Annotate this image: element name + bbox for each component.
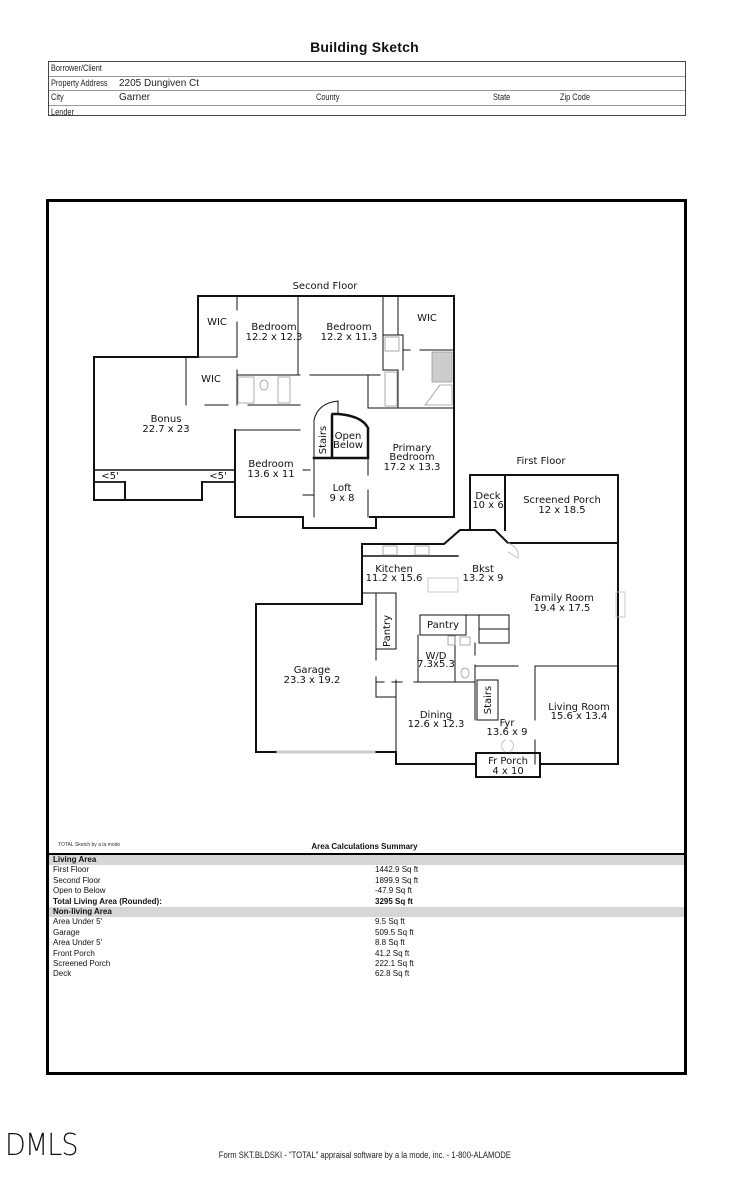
room-fr-porch-dim: 4 x 10 (492, 766, 523, 777)
table-row: Area Under 5'8.8 Sq ft (53, 938, 405, 948)
table-row: Open to Below-47.9 Sq ft (53, 886, 412, 896)
room-pantry-2: Pantry (427, 620, 459, 631)
nonliving-area-header: Non-living Area (49, 906, 684, 918)
room-deck-dim: 10 x 6 (472, 500, 503, 511)
floor-plan-sketch: Second Floor First Floor WIC WIC WIC Bed… (93, 281, 626, 778)
lender-row: Lender (49, 106, 685, 120)
state-label: State (493, 92, 511, 102)
room-loft: Loft (333, 483, 352, 494)
room-wic-3: WIC (417, 313, 437, 324)
room-primary-1: Primary (393, 443, 432, 454)
property-header: Borrower/Client Property Address 2205 Du… (48, 61, 686, 117)
room-primary-2: Bedroom (389, 452, 434, 463)
room-deck: Deck (475, 491, 500, 502)
room-bkst: Bkst (472, 564, 494, 575)
address-row: Property Address 2205 Dungiven Ct (49, 77, 685, 91)
room-primary-dim: 17.2 x 13.3 (384, 462, 441, 473)
room-wic-2: WIC (201, 374, 221, 385)
room-wic-1: WIC (207, 317, 227, 328)
address-value: 2205 Dungiven Ct (119, 77, 200, 89)
room-bonus: Bonus (151, 414, 182, 425)
room-bedroom-3-dim: 13.6 x 11 (247, 469, 294, 480)
room-dining-dim: 12.6 x 12.3 (408, 719, 465, 730)
living-area-header: Living Area (49, 855, 684, 866)
open-below-2: Below (333, 440, 363, 451)
zip-label: Zip Code (560, 92, 590, 102)
total-living-row: Total Living Area (Rounded):3295 Sq ft (53, 896, 413, 906)
under-5-b: <5' (209, 471, 227, 482)
first-floor-label: First Floor (516, 456, 566, 467)
open-below-1: Open (335, 431, 362, 442)
room-family-dim: 19.4 x 17.5 (534, 603, 591, 614)
stairs-1st: Stairs (483, 686, 494, 715)
stairs-2nd: Stairs (318, 426, 329, 455)
table-row: Area Under 5'9.5 Sq ft (53, 917, 405, 927)
city-row: City Garner County State Zip Code (49, 91, 685, 106)
room-dining: Dining (420, 710, 452, 721)
room-kitchen-dim: 11.2 x 15.6 (366, 573, 423, 584)
room-garage: Garage (294, 665, 331, 676)
room-living-dim: 15.6 x 13.4 (551, 711, 608, 722)
room-wd-dim: 7.3x5.3 (417, 659, 455, 670)
under-5-a: <5' (101, 471, 119, 482)
form-footer: Form SKT.BLDSKI - "TOTAL" appraisal soft… (218, 1150, 511, 1160)
area-summary-title: Area Calculations Summary (311, 842, 418, 851)
second-floor-label: Second Floor (293, 281, 359, 292)
county-label: County (316, 92, 340, 102)
room-loft-dim: 9 x 8 (330, 493, 355, 504)
room-bedroom-1: Bedroom (251, 322, 296, 333)
room-garage-dim: 23.3 x 19.2 (284, 675, 341, 686)
borrower-row: Borrower/Client (49, 62, 685, 77)
room-bedroom-2: Bedroom (326, 322, 371, 333)
room-living: Living Room (548, 702, 609, 713)
room-bkst-dim: 13.2 x 9 (463, 573, 504, 584)
room-fr-porch: Fr Porch (488, 756, 528, 767)
sketch-frame (46, 199, 687, 1075)
room-bedroom-3: Bedroom (248, 459, 293, 470)
room-screened-porch: Screened Porch (523, 495, 601, 506)
room-bedroom-2-dim: 12.2 x 11.3 (321, 332, 378, 343)
sketch-credit: TOTAL Sketch by a la mode (58, 842, 121, 848)
room-kitchen: Kitchen (375, 564, 413, 575)
dmls-watermark-logo: DMLS (5, 1128, 79, 1163)
room-fyr: Fyr (500, 718, 516, 729)
page-title: Building Sketch (310, 39, 419, 55)
room-screened-porch-dim: 12 x 18.5 (538, 505, 585, 516)
address-label: Property Address (51, 77, 108, 88)
room-bonus-dim: 22.7 x 23 (142, 424, 189, 435)
city-label: City (51, 92, 64, 102)
room-wd: W/D (426, 651, 447, 662)
room-pantry-1: Pantry (382, 615, 393, 647)
city-value: Garner (119, 92, 151, 103)
room-family: Family Room (530, 593, 594, 604)
room-bedroom-1-dim: 12.2 x 12.3 (246, 332, 303, 343)
borrower-label: Borrower/Client (51, 63, 102, 73)
room-fyr-dim: 13.6 x 9 (487, 727, 528, 738)
lender-label: Lender (51, 106, 74, 117)
